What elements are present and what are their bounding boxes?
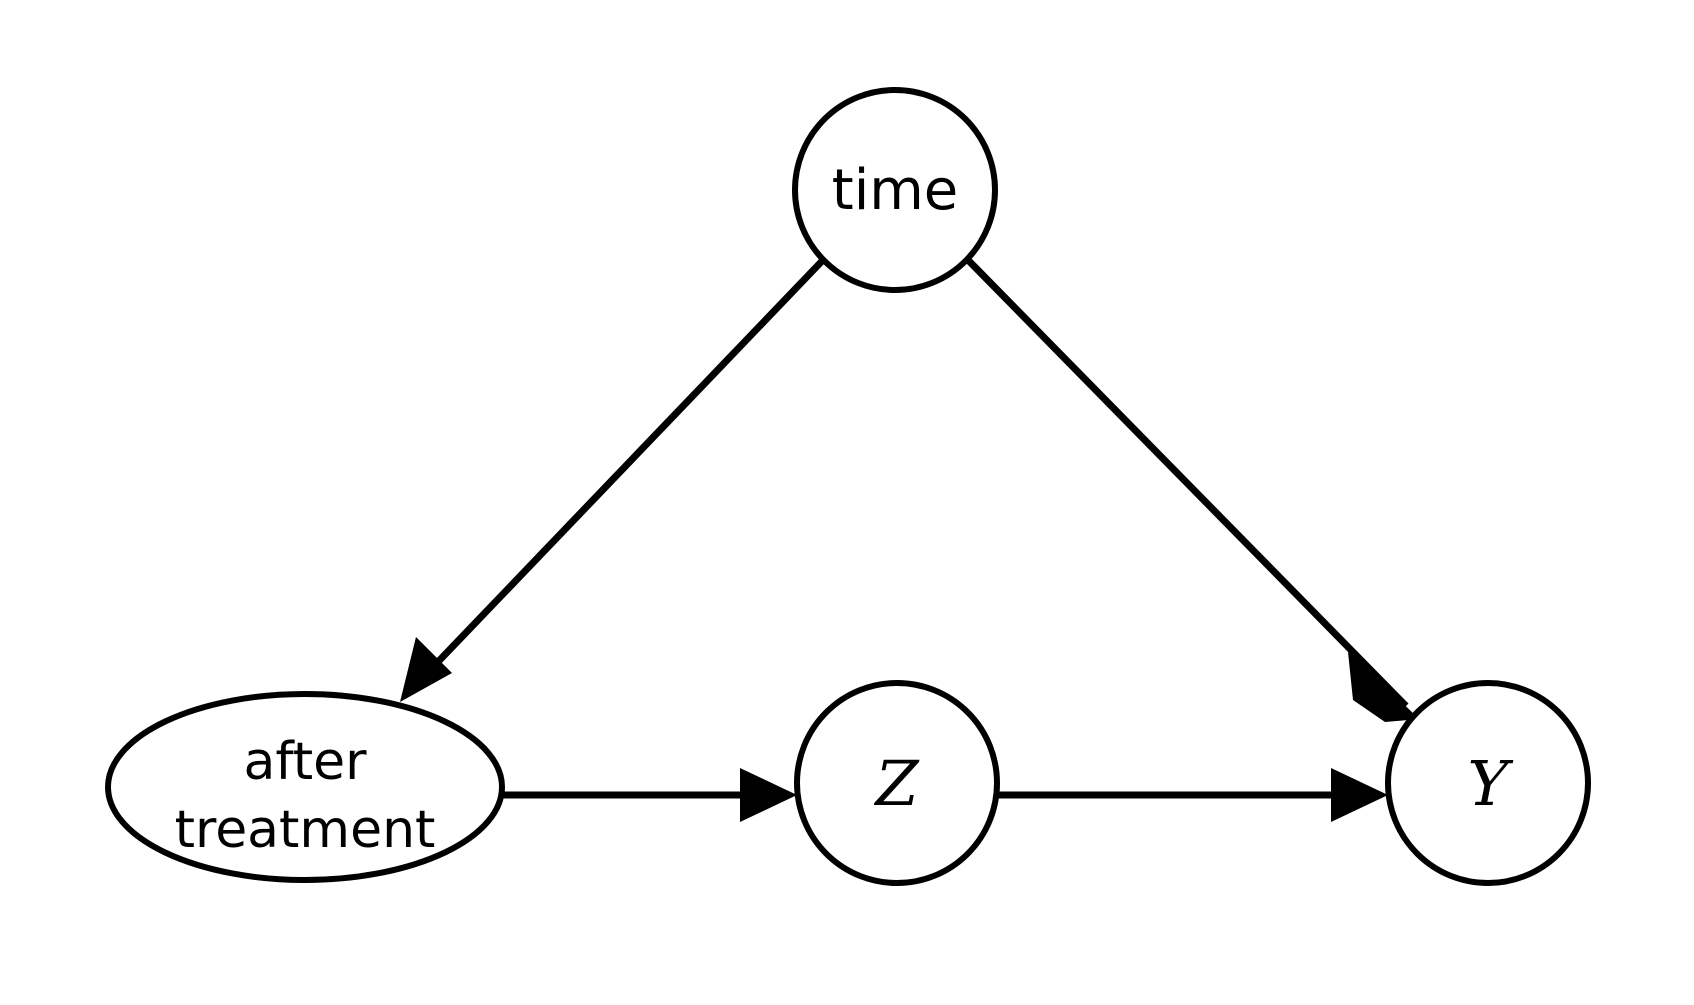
edge-line-time-after-treatment	[409, 257, 826, 692]
node-after-treatment[interactable]: after treatment	[105, 691, 505, 883]
arrow-head-z-y	[1331, 768, 1388, 822]
node-time[interactable]: time	[792, 87, 998, 293]
edge-line-time-y	[965, 257, 1409, 709]
node-y[interactable]: Y	[1385, 680, 1591, 886]
arrow-head-after-treatment-z	[740, 768, 797, 822]
node-after-treatment-label-line1: after	[243, 732, 367, 792]
node-after-treatment-label-line2: treatment	[175, 800, 436, 860]
node-z-label: Z	[873, 747, 919, 820]
node-z-circle[interactable]	[794, 680, 1000, 886]
edge-time-to-y	[965, 257, 1419, 722]
node-y-circle[interactable]	[1385, 680, 1591, 886]
edge-z-to-y	[995, 768, 1388, 822]
arrow-head-time-after-treatment	[400, 637, 452, 702]
node-after-treatment-ellipse[interactable]	[105, 691, 505, 883]
node-time-label: time	[832, 158, 959, 223]
edge-after-treatment-to-z	[500, 768, 797, 822]
node-z[interactable]: Z	[794, 680, 1000, 886]
edge-time-to-after-treatment	[400, 257, 826, 702]
node-time-circle[interactable]	[792, 87, 998, 293]
arrow-head-time-y	[1348, 652, 1419, 722]
node-y-label: Y	[1468, 747, 1514, 820]
